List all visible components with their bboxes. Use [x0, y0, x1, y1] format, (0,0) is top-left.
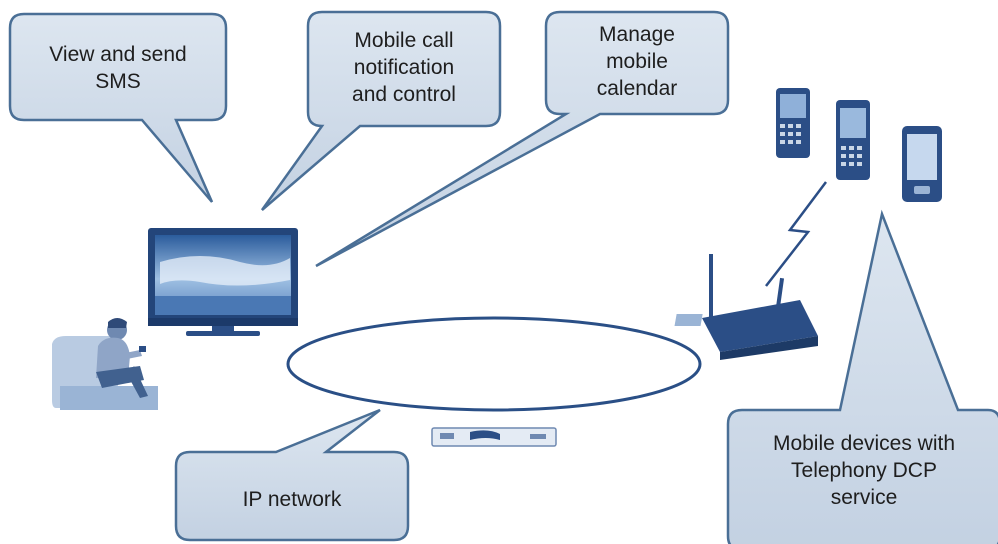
person-icon	[52, 318, 158, 410]
callout-calendar-label: Manage mobile calendar	[596, 22, 678, 100]
callout-sms	[8, 12, 228, 203]
callout-mobile-devices	[726, 209, 998, 544]
router-icon	[674, 254, 818, 360]
wireless-link-icon	[765, 181, 827, 287]
callout-sms-label: View and send SMS	[49, 43, 187, 93]
tv-icon	[148, 228, 298, 336]
callout-call-label: Mobile call notification and control	[352, 28, 456, 106]
phones-icon	[776, 88, 942, 202]
callout-call	[260, 10, 502, 211]
ip-network-ellipse	[286, 316, 702, 412]
callout-ip-network	[174, 408, 410, 542]
callout-mobile-devices-label: Mobile devices with Telephony DCP servic…	[772, 431, 956, 509]
callout-calendar	[315, 10, 730, 268]
callout-ip-network-label: IP network	[242, 487, 342, 511]
settop-box-icon	[431, 427, 557, 447]
